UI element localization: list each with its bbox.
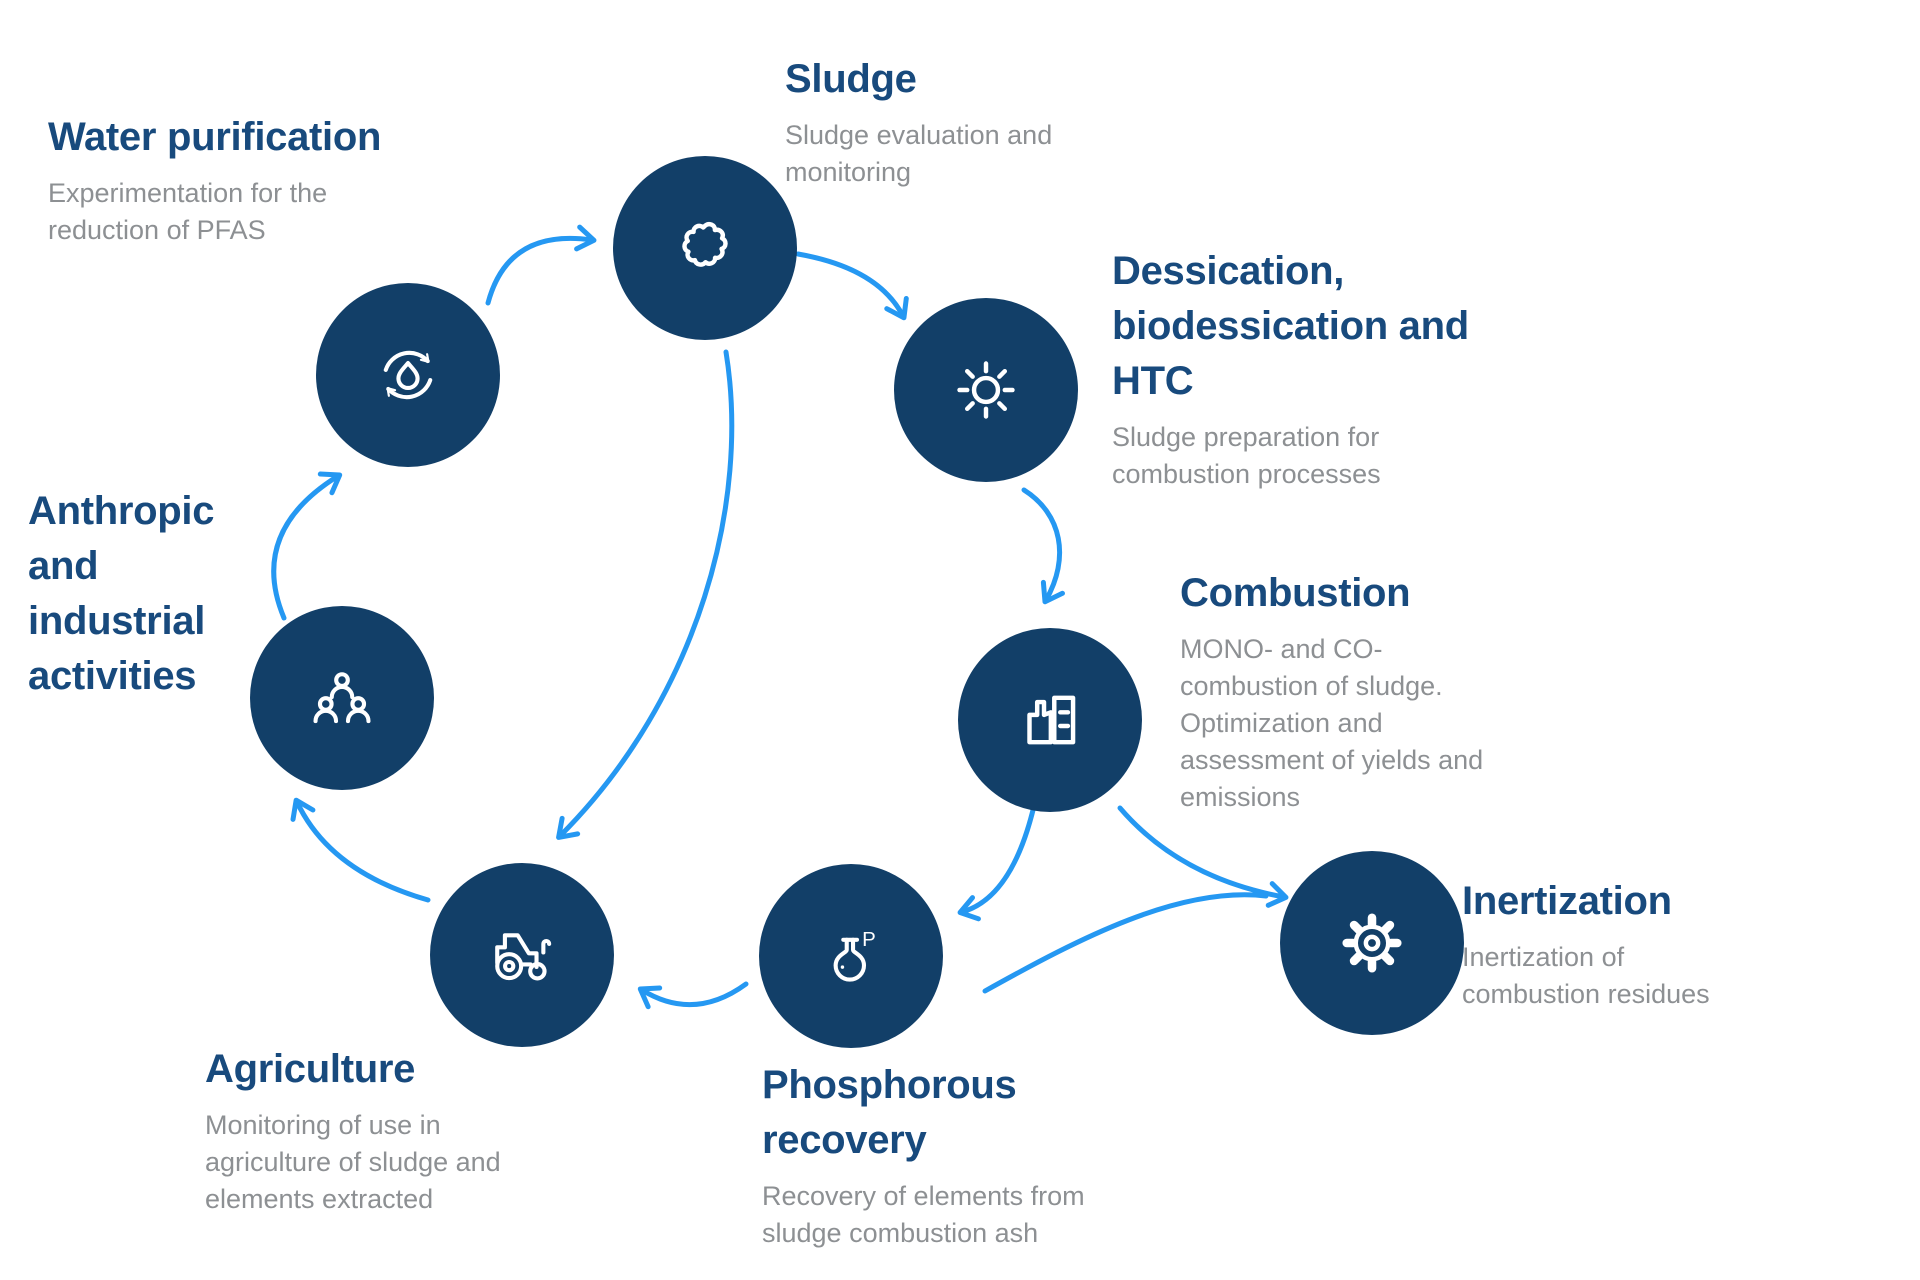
arrow-anthropic-to-water — [271, 471, 343, 621]
node-sludge-text: Sludge Sludge evaluation and monitoring — [785, 52, 1125, 191]
node-agriculture-title: Agriculture — [205, 1047, 416, 1091]
arrow-water-to-sludge — [485, 224, 597, 306]
gear-icon — [1342, 913, 1402, 973]
node-sludge-description: Sludge evaluation and monitoring — [785, 120, 1053, 187]
sun-icon — [957, 361, 1015, 419]
node-dessication-title: Dessication, biodessication and HTC — [1112, 249, 1469, 403]
arrow-phosphorous-to-inertization — [982, 892, 1269, 994]
node-water-title: Water purification — [48, 115, 382, 159]
node-sludge-title: Sludge — [785, 57, 917, 101]
arrow-combustion-to-inertization — [1117, 805, 1289, 908]
node-combustion-description: MONO- and CO- combustion of sludge. Opti… — [1180, 634, 1484, 812]
node-phosphorous-circle: P — [759, 864, 943, 1048]
flask-phosphorus-icon: P — [833, 928, 876, 982]
node-agriculture-description: Monitoring of use in agriculture of slud… — [205, 1110, 501, 1214]
node-dessication-circle — [894, 298, 1078, 482]
node-inertization-text: Inertization Inertization of combustion … — [1462, 874, 1862, 1013]
people-icon — [313, 672, 371, 724]
svg-text:P: P — [862, 928, 876, 951]
arrow-sludge-to-agriculture — [556, 349, 735, 840]
arrow-combustion-to-phosphorous — [957, 803, 1037, 922]
node-inertization-description: Inertization of combustion residues — [1462, 942, 1710, 1009]
node-anthropic-text: Anthropic and industrial activities — [28, 484, 258, 704]
tractor-icon — [495, 933, 552, 981]
node-water-circle — [316, 283, 500, 467]
arrow-dessication-to-combustion — [1021, 487, 1065, 605]
node-anthropic-circle — [250, 606, 434, 790]
node-agriculture-circle — [430, 863, 614, 1047]
node-combustion-circle — [958, 628, 1142, 812]
node-sludge-circle — [613, 156, 797, 340]
arrow-phosphorous-to-agriculture — [637, 981, 749, 1010]
node-phosphorous-text: Phosphorous recovery Recovery of element… — [762, 1058, 1142, 1252]
arrow-agriculture-to-anthropic — [290, 797, 431, 903]
factory-icon — [1027, 695, 1076, 745]
sludge-blob-icon — [682, 222, 728, 267]
node-agriculture-text: Agriculture Monitoring of use in agricul… — [205, 1042, 585, 1218]
node-phosphorous-title: Phosphorous recovery — [762, 1063, 1017, 1162]
node-combustion-text: Combustion MONO- and CO- combustion of s… — [1180, 566, 1530, 816]
node-inertization-circle — [1280, 851, 1464, 1035]
node-combustion-title: Combustion — [1180, 571, 1411, 615]
node-phosphorous-description: Recovery of elements from sludge combust… — [762, 1181, 1085, 1248]
node-anthropic-title: Anthropic and industrial activities — [28, 489, 215, 698]
node-dessication-description: Sludge preparation for combustion proces… — [1112, 422, 1381, 489]
arrow-sludge-to-dessication — [795, 251, 909, 321]
water-recycle-icon — [383, 350, 433, 400]
node-dessication-text: Dessication, biodessication and HTC Slud… — [1112, 244, 1502, 493]
node-inertization-title: Inertization — [1462, 879, 1672, 923]
node-water-description: Experimentation for the reduction of PFA… — [48, 178, 328, 245]
node-water-text: Water purification Experimentation for t… — [48, 110, 468, 249]
